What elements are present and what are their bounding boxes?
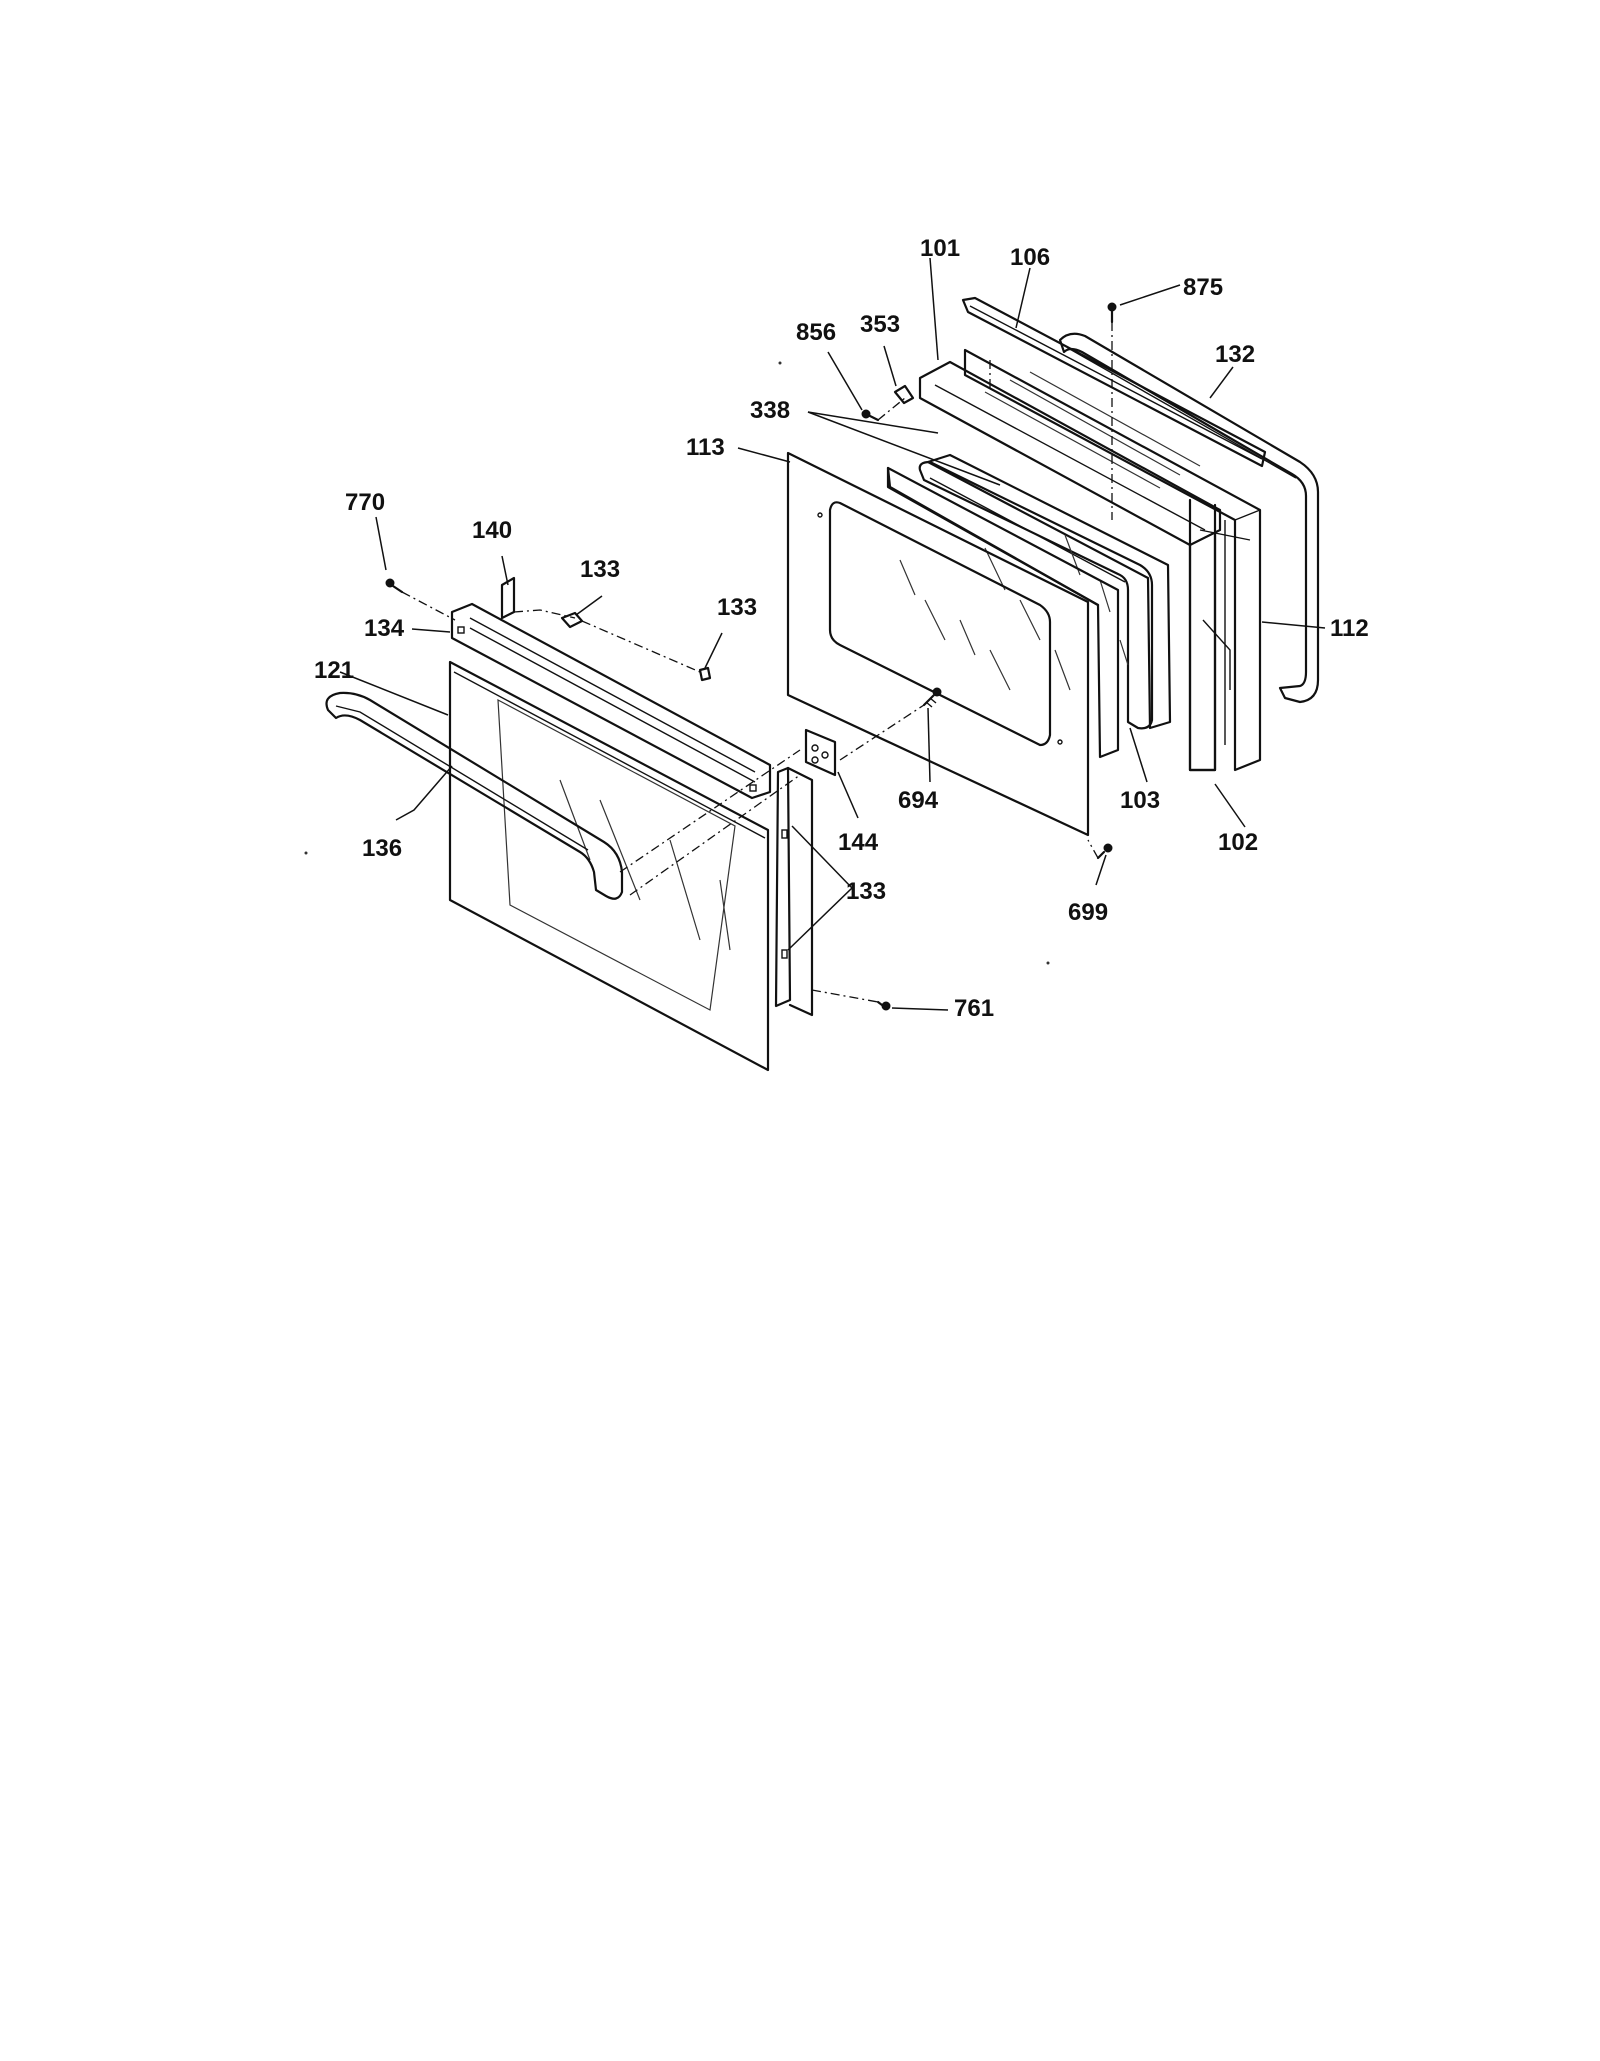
leader-lines: [339, 257, 1326, 1011]
label-121: 121: [314, 657, 354, 684]
label-699: 699: [1068, 899, 1108, 926]
screw-856: [861, 409, 880, 422]
scan-specks: [304, 361, 1050, 965]
label-103: 103: [1120, 787, 1160, 814]
part-144-hinge-bracket: [774, 728, 837, 1017]
part-136-door-handle: [325, 691, 624, 900]
label-353: 353: [860, 311, 900, 338]
label-875: 875: [1183, 274, 1223, 301]
label-133-right: 133: [717, 594, 757, 621]
part-106-top-channel: [961, 296, 1267, 468]
part-134-top-trim: [450, 602, 772, 800]
label-112: 112: [1330, 615, 1369, 642]
label-113: 113: [686, 434, 725, 461]
screw-770: [385, 578, 404, 594]
screw-761: [876, 1000, 891, 1011]
label-101: 101: [920, 235, 960, 262]
label-102: 102: [1218, 829, 1258, 856]
part-338-glass-panel: [886, 466, 1120, 759]
label-136: 136: [362, 835, 402, 862]
label-133-top: 133: [580, 556, 620, 583]
label-856: 856: [796, 319, 836, 346]
callout-labels: 101 106 875 856 353 132 338 113 770 140 …: [314, 235, 1369, 1022]
label-770: 770: [345, 489, 385, 516]
part-121-outer-door-glass: [448, 660, 770, 1072]
label-140: 140: [472, 517, 512, 544]
label-761: 761: [954, 995, 994, 1022]
label-106: 106: [1010, 244, 1050, 271]
label-134: 134: [364, 615, 405, 642]
label-132: 132: [1215, 341, 1255, 368]
part-103-glass-pack: [918, 453, 1172, 730]
label-694: 694: [898, 787, 939, 814]
label-133-bottom: 133: [846, 878, 886, 905]
part-113-inner-panel: [786, 451, 1090, 837]
label-338: 338: [750, 397, 790, 424]
screw-694: [922, 687, 942, 708]
label-144: 144: [838, 829, 879, 856]
part-101-inner-frame: [918, 360, 1222, 772]
part-133-clip-right: [698, 666, 712, 682]
screw-875: [1107, 302, 1117, 324]
assembly-lines: [401, 322, 1191, 1003]
screw-699: [1096, 843, 1113, 860]
part-353-hinge-block: [893, 384, 915, 405]
